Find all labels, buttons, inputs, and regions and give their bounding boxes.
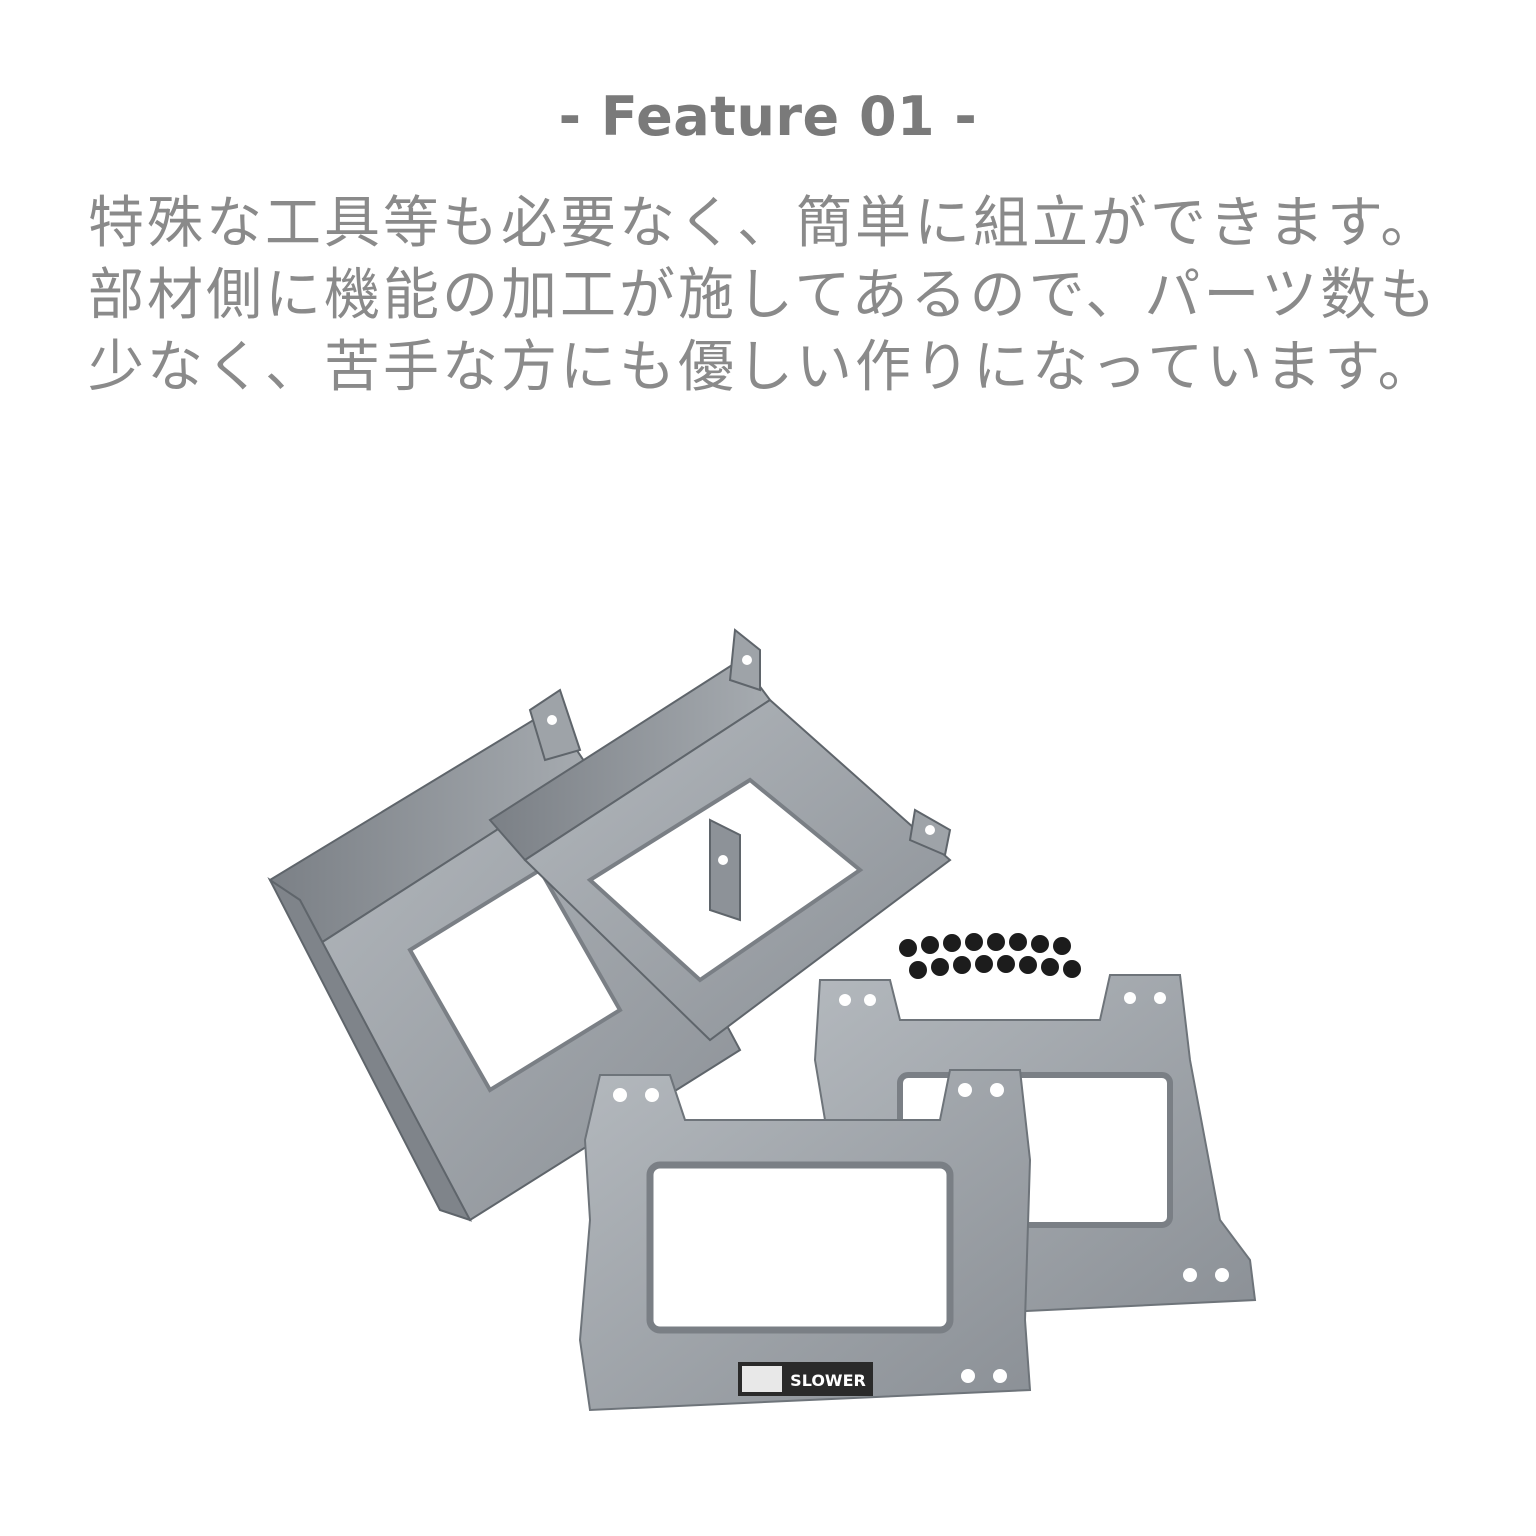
product-photo: SLOWER [267,628,1257,1412]
feature-heading: - Feature 01 - [558,85,978,148]
bracket-back-right [488,628,952,1042]
plate-front: SLOWER [578,1069,1032,1412]
description-line-3: 少なく、苦手な方にも優しい作りになっています。 [88,335,1437,400]
brand-label-text: SLOWER [790,1371,866,1390]
feature-description: 特殊な工具等も必要なく、簡単に組立ができます。 部材側に機能の加工が施してあるの… [88,188,1488,404]
description-line-1: 特殊な工具等も必要なく、簡単に組立ができます。 [88,191,1440,256]
description-line-2: 部材側に機能の加工が施してあるので、パーツ数も [88,263,1439,328]
screws-cluster [899,933,1081,979]
